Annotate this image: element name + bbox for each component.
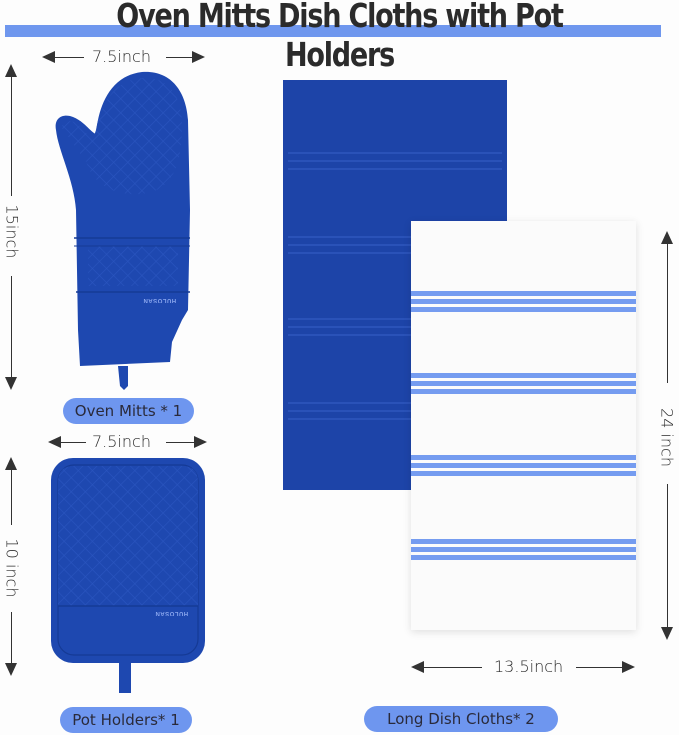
dimension-line — [166, 442, 194, 443]
pot-holder-brand-label: HULOSAN — [155, 610, 189, 616]
arrow-down-icon — [661, 627, 673, 640]
arrow-left-icon — [48, 436, 61, 448]
arrow-up-icon — [661, 231, 673, 244]
page-title: Oven Mitts Dish Cloths with Pot Holders — [116, 0, 564, 74]
arrow-down-icon — [5, 663, 17, 676]
dimension-line — [166, 57, 194, 58]
arrow-right-icon — [194, 436, 207, 448]
dimension-line — [11, 469, 12, 525]
dimension-line — [576, 667, 624, 668]
dimension-line — [667, 243, 668, 383]
dimension-line — [11, 76, 12, 196]
pot-holder-height-label: 10 inch — [2, 538, 22, 598]
arrow-left-icon — [411, 661, 424, 673]
dimension-line — [54, 57, 84, 58]
long-dish-cloths-badge: Long Dish Cloths* 2 — [364, 706, 558, 732]
title-underline-bar — [5, 25, 661, 37]
arrow-down-icon — [5, 377, 17, 390]
dimension-line — [424, 667, 482, 668]
dimension-line — [11, 276, 12, 378]
oven-mitt-image — [55, 71, 191, 390]
dimension-line — [60, 442, 86, 443]
dish-cloth-height-label: 24 inch — [657, 408, 677, 467]
oven-mitts-badge: Oven Mitts * 1 — [63, 398, 194, 424]
mitt-width-label: 7.5inch — [92, 47, 151, 66]
arrow-left-icon — [42, 51, 55, 63]
mitt-brand-label: HULOSAN — [143, 297, 177, 303]
pot-holder-width-label: 7.5inch — [92, 432, 151, 451]
pot-holder-image — [51, 458, 205, 693]
white-dish-cloth-image — [411, 221, 636, 630]
dimension-line — [667, 484, 668, 628]
arrow-right-icon — [192, 51, 205, 63]
mitt-height-label: 15inch — [2, 204, 22, 259]
dish-cloth-width-label: 13.5inch — [494, 657, 564, 676]
arrow-right-icon — [622, 661, 635, 673]
pot-holders-badge: Pot Holders* 1 — [60, 707, 192, 733]
arrow-up-icon — [5, 64, 17, 77]
dimension-line — [11, 612, 12, 664]
arrow-up-icon — [5, 457, 17, 470]
